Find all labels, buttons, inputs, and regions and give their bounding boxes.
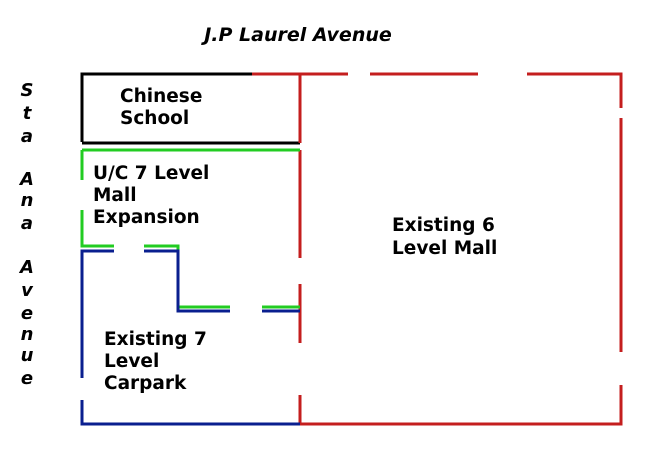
left-street-char: e: [21, 368, 33, 389]
left-street-char: e: [21, 303, 33, 324]
mall-expansion-label: U/C 7 Level Mall Expansion: [93, 163, 209, 228]
carpark-top-2: [144, 249, 230, 313]
left-street-char: v: [21, 280, 34, 301]
carpark-label-line: Existing 7: [104, 329, 207, 350]
carpark-outline: [80, 249, 300, 426]
carpark-label: Existing 7 Level Carpark: [104, 329, 207, 394]
left-street-char: S: [21, 80, 34, 101]
existing-mall-label-line: Level Mall: [392, 238, 497, 259]
mall-expansion-label-line: U/C 7 Level: [93, 163, 209, 184]
chinese-school-label: Chinese School: [120, 86, 202, 129]
left-street-char: a: [21, 213, 33, 234]
top-street-label: J.P Laurel Avenue: [200, 24, 392, 46]
existing-mall-label: Existing 6 Level Mall: [392, 215, 497, 259]
existing-mall-label-line: Existing 6: [392, 215, 495, 236]
left-street-char: t: [23, 103, 33, 124]
left-street-char: A: [18, 257, 34, 278]
carpark-label-line: Level: [104, 351, 159, 372]
left-street-char: n: [21, 324, 34, 345]
mall-right-bottom-segment: [298, 385, 623, 426]
carpark-label-line: Carpark: [104, 373, 187, 394]
expansion-bottom: [144, 244, 230, 309]
mall-top-segment-3: [527, 72, 623, 108]
carpark-top-1: [80, 249, 114, 378]
left-street-char: A: [18, 169, 34, 190]
existing-mall-outline: [252, 72, 623, 426]
chinese-school-outline: [80, 72, 300, 145]
carpark-bottom: [80, 400, 300, 426]
left-street-label: S t a A n a A v e n u e: [18, 80, 34, 389]
chinese-school-label-line: Chinese: [120, 86, 202, 107]
chinese-school-border: [80, 72, 252, 142]
left-street-char: u: [21, 345, 34, 366]
mall-expansion-label-line: Expansion: [93, 207, 200, 228]
left-street-char: n: [21, 190, 34, 211]
mall-expansion-label-line: Mall: [93, 185, 137, 206]
expansion-left-2: [80, 210, 114, 248]
chinese-school-label-line: School: [120, 108, 189, 129]
left-street-char: a: [21, 126, 33, 147]
